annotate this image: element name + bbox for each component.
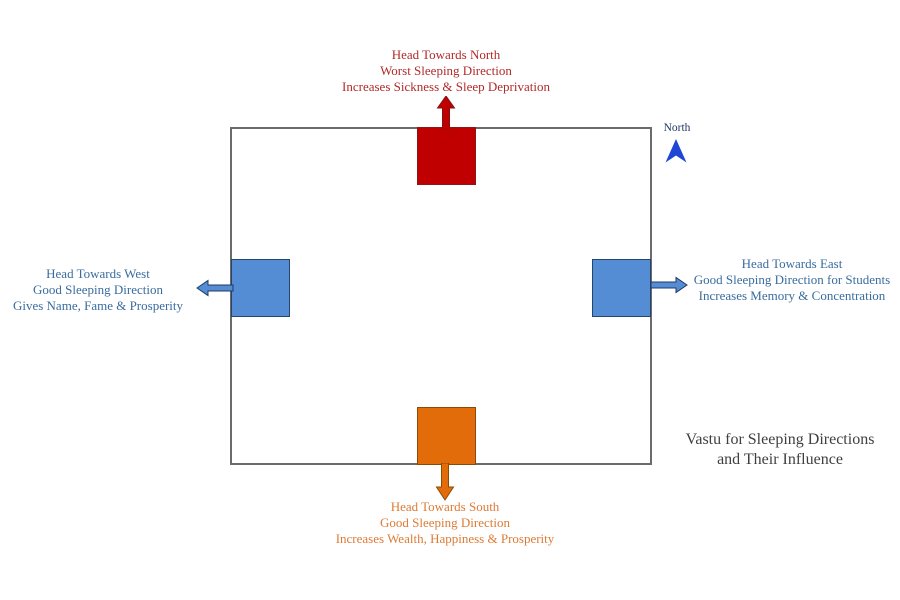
east-label-line-1: Head Towards East bbox=[741, 256, 843, 271]
north-label-line-3: Increases Sickness & Sleep Deprivation bbox=[342, 79, 550, 94]
diagram-title: Vastu for Sleeping Directions and Their … bbox=[666, 430, 894, 470]
east-label-line-2: Good Sleeping Direction for Students bbox=[693, 272, 891, 287]
compass-north-label: North bbox=[663, 122, 691, 134]
diagram-title-line-2: and Their Influence bbox=[717, 451, 843, 468]
compass-north-icon bbox=[665, 139, 687, 163]
west-label: Head Towards West Good Sleeping Directio… bbox=[0, 266, 196, 314]
south-label: Head Towards South Good Sleeping Directi… bbox=[325, 499, 565, 547]
south-label-line-3: Increases Wealth, Happiness & Prosperity bbox=[335, 531, 555, 546]
west-bed-square bbox=[231, 259, 290, 317]
north-label: Head Towards North Worst Sleeping Direct… bbox=[286, 47, 606, 95]
north-label-line-1: Head Towards North bbox=[391, 47, 501, 62]
south-label-line-1: Head Towards South bbox=[390, 499, 500, 514]
diagram-title-line-1: Vastu for Sleeping Directions bbox=[685, 431, 875, 448]
south-arrow-icon bbox=[435, 463, 455, 501]
south-label-line-2: Good Sleeping Direction bbox=[380, 515, 510, 530]
north-bed-square bbox=[417, 127, 476, 185]
north-label-line-2: Worst Sleeping Direction bbox=[380, 63, 512, 78]
north-arrow-icon bbox=[436, 96, 456, 129]
east-label-line-3: Increases Memory & Concentration bbox=[698, 288, 886, 303]
west-label-line-2: Good Sleeping Direction bbox=[33, 282, 163, 297]
west-label-line-1: Head Towards West bbox=[46, 266, 150, 281]
west-arrow-icon bbox=[196, 279, 234, 297]
east-bed-square bbox=[592, 259, 651, 317]
west-label-line-3: Gives Name, Fame & Prosperity bbox=[12, 298, 184, 313]
east-arrow-icon bbox=[650, 276, 688, 294]
east-label: Head Towards East Good Sleeping Directio… bbox=[684, 256, 900, 304]
south-bed-square bbox=[417, 407, 476, 465]
